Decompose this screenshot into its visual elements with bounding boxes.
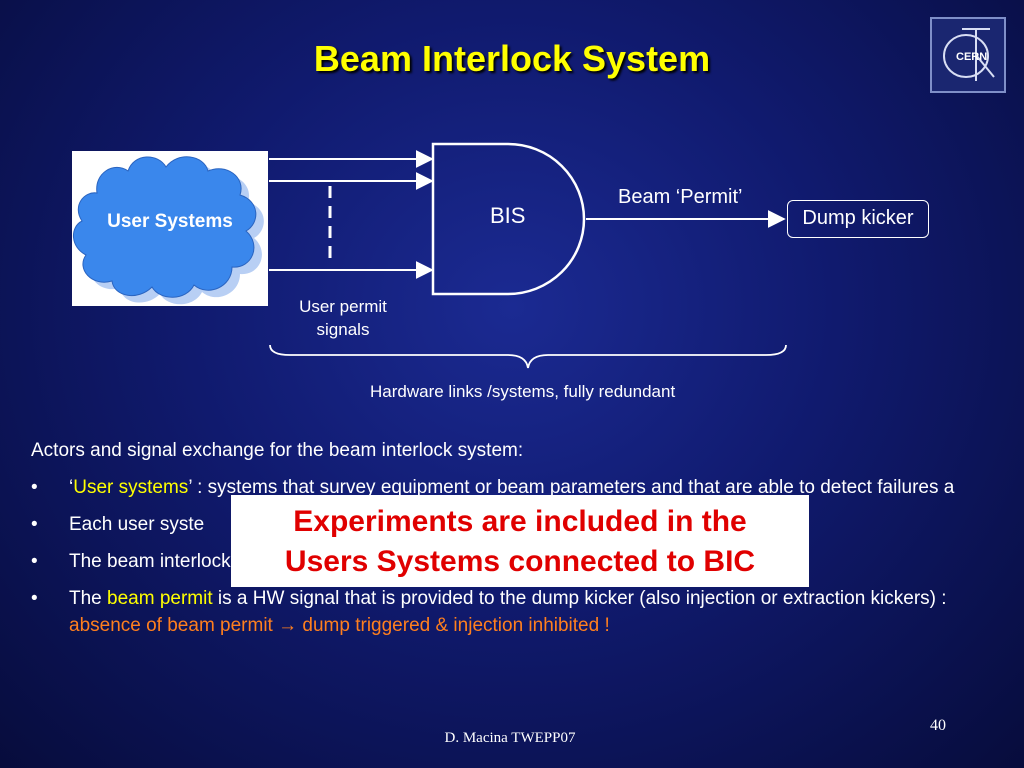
bullet-dot: •	[31, 588, 38, 609]
hardware-brace	[269, 344, 787, 369]
bullet-user-systems: • ‘User systems’ : systems that survey e…	[31, 474, 981, 501]
bullet-dot: •	[31, 477, 38, 498]
bullet-1-prefix: ‘	[69, 477, 74, 498]
user-systems-label: User Systems	[107, 211, 233, 232]
bullet-beam-permit: • The beam permit is a HW signal that is…	[31, 585, 981, 639]
bullet-dot: •	[31, 551, 38, 572]
experiments-callout: Experiments are included in the Users Sy…	[231, 495, 809, 587]
bullet-2-text: Each user syste	[69, 514, 205, 535]
bullet-4-orange-2: dump triggered & injection inhibited !	[297, 615, 610, 636]
cern-logo: CERN	[930, 17, 1006, 93]
bullet-4-orange: absence of beam permit	[69, 615, 279, 636]
bis-label: BIS	[490, 203, 526, 228]
bis-gate	[431, 142, 586, 296]
dump-kicker-box: Dump kicker	[787, 200, 929, 238]
callout-line-2: Users Systems connected to BIC	[284, 545, 756, 578]
bullet-4-highlight: beam permit	[107, 588, 213, 609]
bullet-1-text: ’ : systems that survey equipment or bea…	[188, 477, 955, 498]
bullet-dot: •	[31, 514, 38, 535]
slide-title: Beam Interlock System	[313, 38, 711, 79]
beam-permit-label: Beam ‘Permit’	[618, 186, 743, 208]
user-permit-signals-label: User permit signals	[299, 297, 387, 339]
bullet-4-pre: The	[69, 588, 108, 609]
callout-line-1: Experiments are included in the	[293, 505, 747, 538]
cern-logo-icon: CERN	[943, 28, 995, 81]
intro-text: Actors and signal exchange for the beam …	[31, 440, 524, 461]
page-number: 40	[930, 717, 946, 734]
diagram-graphics	[269, 142, 787, 369]
bullet-4-mid: is a HW signal that is provided to the d…	[212, 588, 947, 609]
cern-logo-text: CERN	[956, 51, 987, 63]
bullet-each-user-system: • Each user syste	[31, 511, 981, 538]
user-systems-cloud	[73, 156, 264, 305]
arrow-right-icon: →	[278, 615, 298, 636]
footer-author: D. Macina TWEPP07	[444, 730, 576, 746]
bullet-1-highlight: User systems	[73, 477, 189, 498]
hardware-links-label: Hardware links /systems, fully redundant	[370, 382, 676, 401]
user-systems-box: User Systems	[72, 151, 268, 306]
